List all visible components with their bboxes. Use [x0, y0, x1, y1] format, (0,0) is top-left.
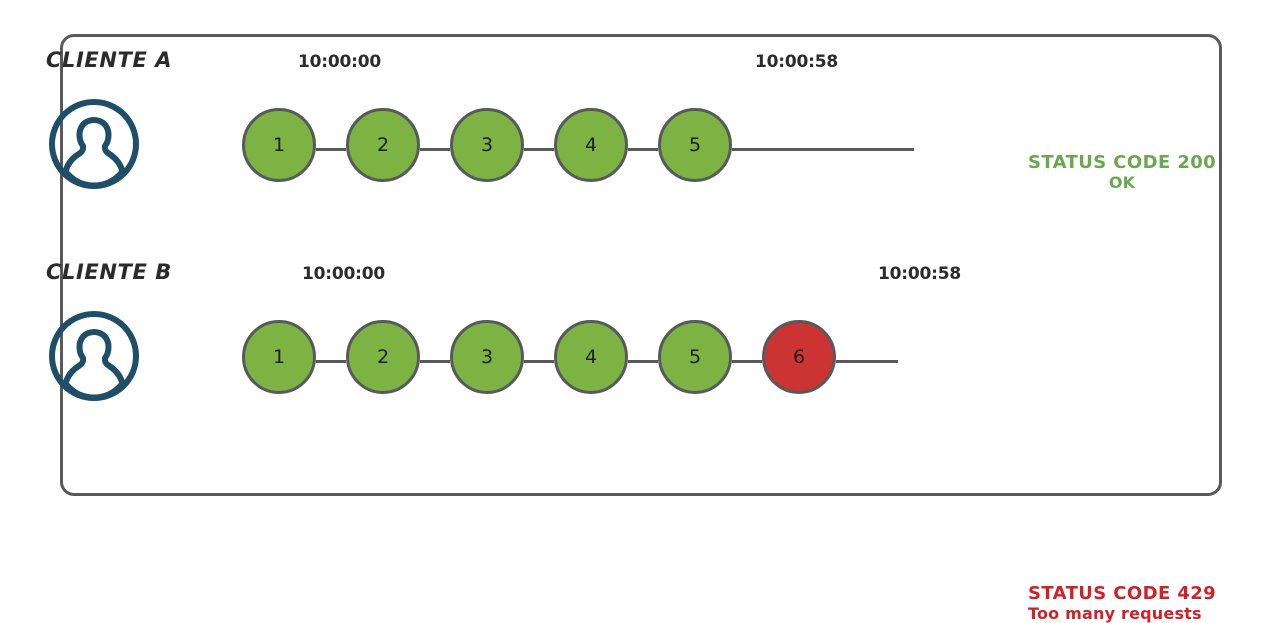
- request-node[interactable]: 2: [346, 320, 420, 394]
- connector: [420, 360, 450, 363]
- connector: [420, 148, 450, 151]
- request-node-rejected[interactable]: 6: [762, 320, 836, 394]
- status-code-a: STATUS CODE 200: [1028, 152, 1217, 173]
- connector-tail: [836, 360, 898, 363]
- status-code-b: STATUS CODE 429: [1028, 583, 1217, 604]
- request-node[interactable]: 1: [242, 108, 316, 182]
- connector: [316, 360, 346, 363]
- status-text-a: OK: [1108, 173, 1136, 192]
- connector: [732, 360, 762, 363]
- connector: [628, 360, 658, 363]
- request-node[interactable]: 4: [554, 108, 628, 182]
- request-node[interactable]: 5: [658, 320, 732, 394]
- connector: [524, 360, 554, 363]
- diagram-frame: [60, 34, 1222, 496]
- timestamp-a-start: 10:00:00: [298, 52, 381, 72]
- request-node[interactable]: 3: [450, 320, 524, 394]
- connector-tail: [732, 148, 914, 151]
- user-avatar-icon: [48, 98, 140, 190]
- request-node[interactable]: 1: [242, 320, 316, 394]
- request-node[interactable]: 4: [554, 320, 628, 394]
- request-node[interactable]: 3: [450, 108, 524, 182]
- status-text-b: Too many requests: [1028, 604, 1202, 623]
- timestamp-b-start: 10:00:00: [302, 264, 385, 284]
- connector: [628, 148, 658, 151]
- connector: [524, 148, 554, 151]
- connector: [316, 148, 346, 151]
- client-label-b: CLIENTE B: [46, 260, 172, 284]
- timestamp-a-end: 10:00:58: [755, 52, 838, 72]
- request-node[interactable]: 2: [346, 108, 420, 182]
- timestamp-b-end: 10:00:58: [878, 264, 961, 284]
- request-node[interactable]: 5: [658, 108, 732, 182]
- status-badge-b: STATUS CODE 429 Too many requests: [1028, 583, 1216, 623]
- status-badge-a: STATUS CODE 200 OK: [1028, 152, 1216, 192]
- user-avatar-icon: [48, 310, 140, 402]
- client-label-a: CLIENTE A: [46, 48, 173, 72]
